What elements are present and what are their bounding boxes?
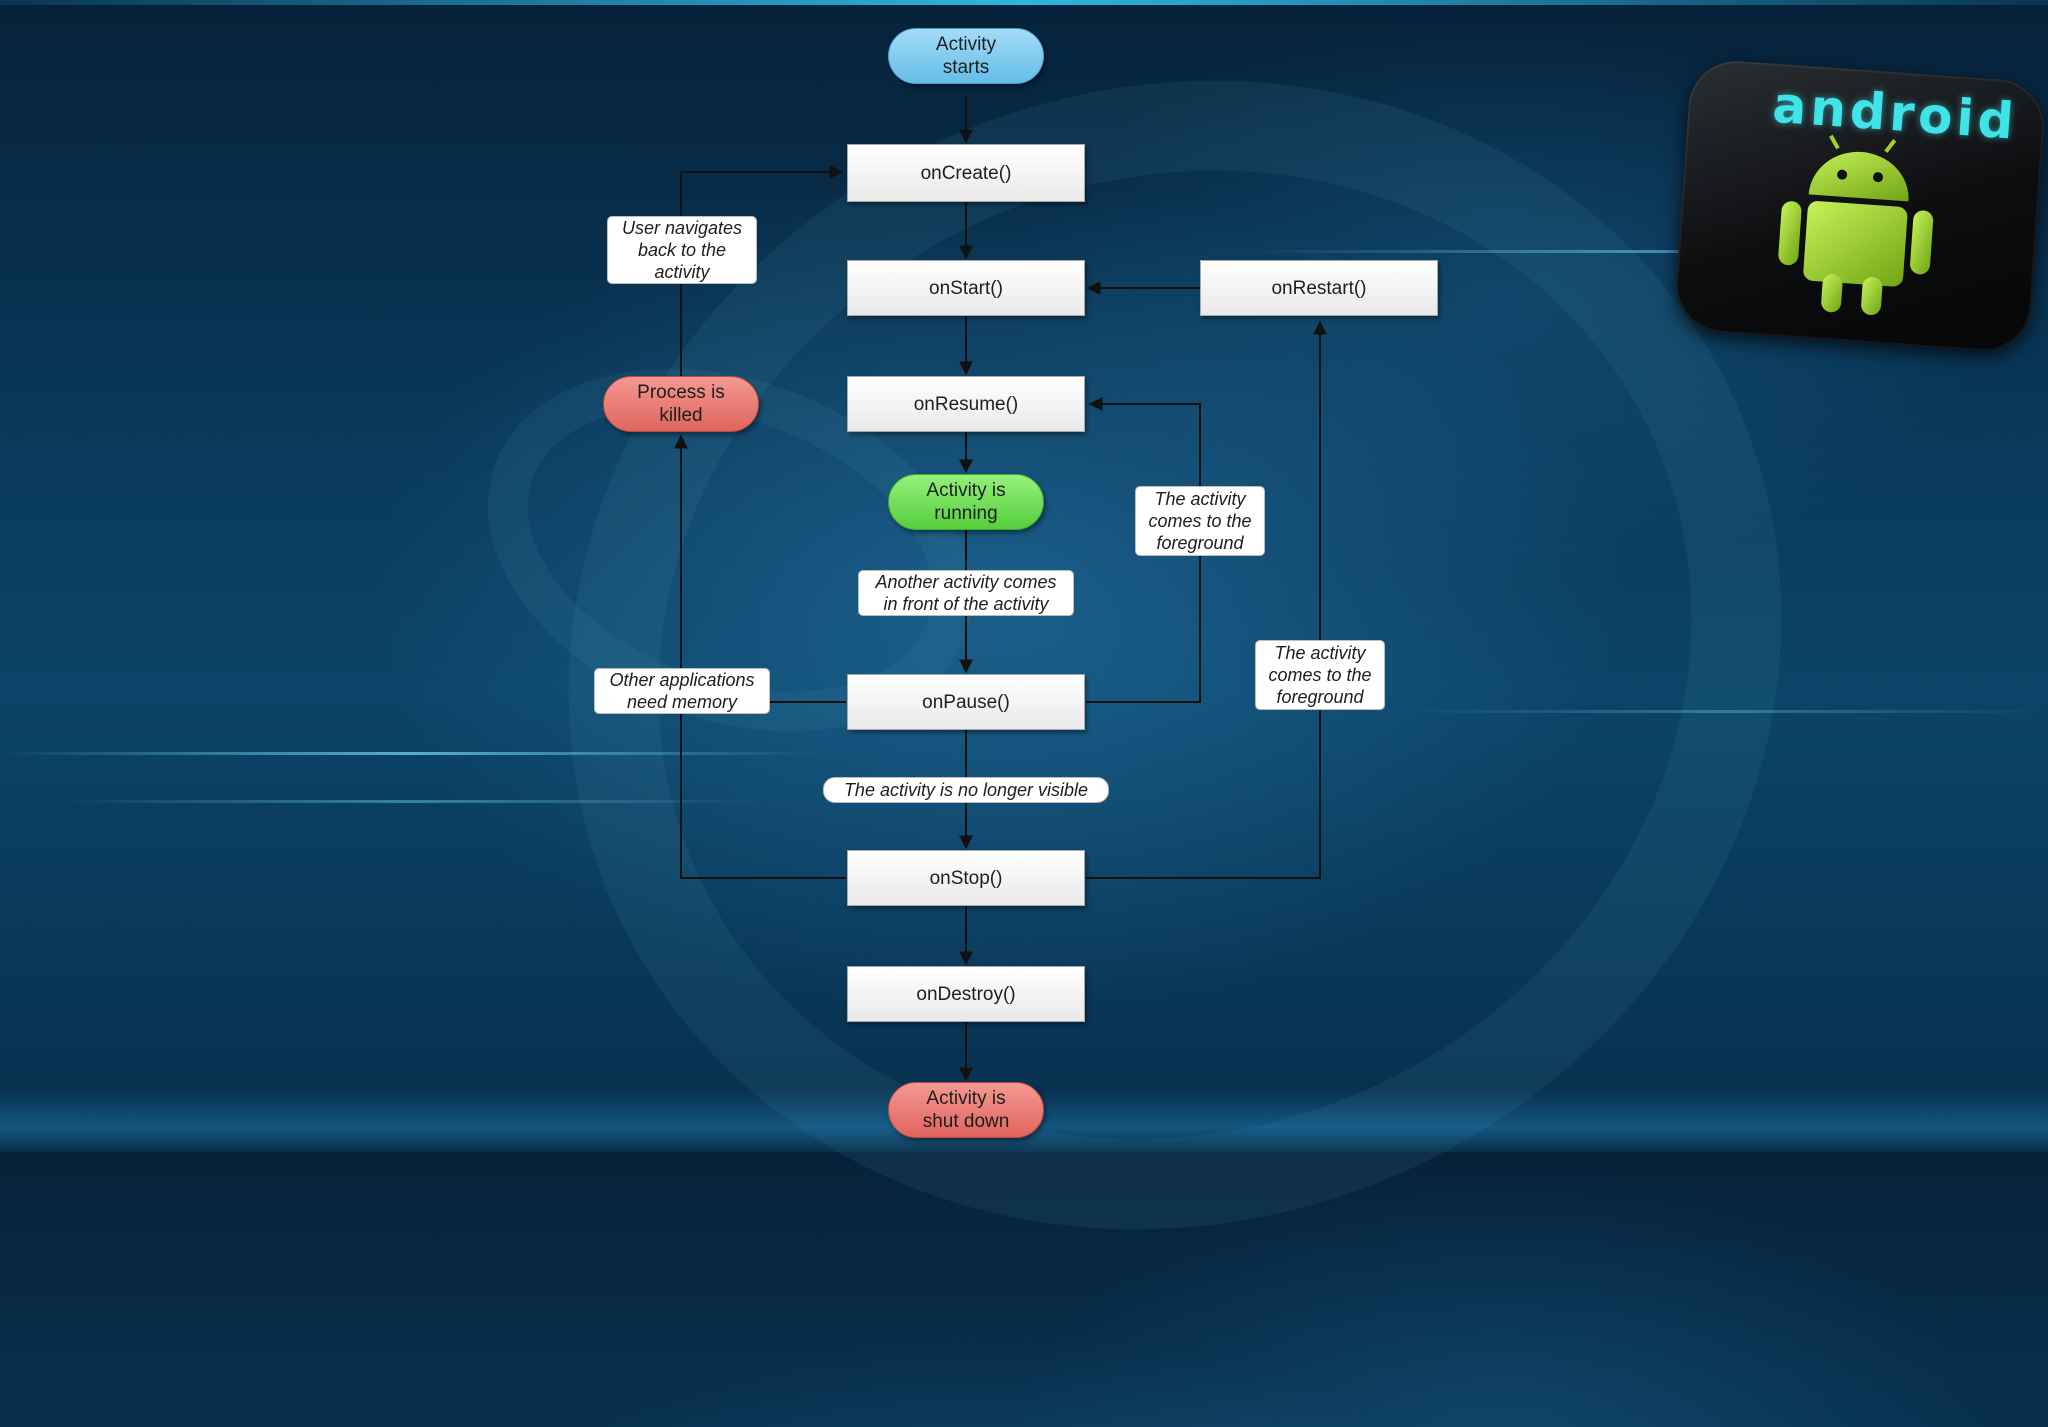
top-highlight-line bbox=[0, 0, 2048, 5]
edge-stop-to-restart bbox=[1086, 320, 1327, 879]
light-streak bbox=[1400, 710, 2048, 713]
edge-label-other-apps-need-memory: Other applications need memory bbox=[594, 668, 770, 714]
light-streak bbox=[60, 800, 760, 803]
android-robot-icon bbox=[1778, 134, 1934, 316]
edge-killed-to-create bbox=[680, 165, 844, 376]
edge-pause-to-killed bbox=[674, 434, 846, 703]
android-logo-tile: android bbox=[1672, 57, 2048, 355]
connector-lines bbox=[674, 96, 1327, 1082]
on-stop-node: onStop() bbox=[847, 850, 1085, 906]
on-destroy-node: onDestroy() bbox=[847, 966, 1085, 1022]
activity-running-node: Activity is running bbox=[888, 474, 1044, 530]
edge-label-foreground-to-restart: The activity comes to the foreground bbox=[1255, 640, 1385, 710]
on-start-node: onStart() bbox=[847, 260, 1085, 316]
edge-label-no-longer-visible: The activity is no longer visible bbox=[823, 777, 1109, 803]
on-resume-node: onResume() bbox=[847, 376, 1085, 432]
process-killed-node: Process is killed bbox=[603, 376, 759, 432]
light-streak bbox=[1250, 250, 2048, 253]
light-streak bbox=[0, 752, 820, 755]
edge-label-user-navigates-back: User navigates back to the activity bbox=[607, 216, 757, 284]
on-restart-node: onRestart() bbox=[1200, 260, 1438, 316]
on-create-node: onCreate() bbox=[847, 144, 1085, 202]
edge-label-another-activity-front: Another activity comes in front of the a… bbox=[858, 570, 1074, 616]
on-pause-node: onPause() bbox=[847, 674, 1085, 730]
activity-shut-down-node: Activity is shut down bbox=[888, 1082, 1044, 1138]
edge-stop-to-killed bbox=[680, 702, 846, 879]
edge-label-foreground-to-resume: The activity comes to the foreground bbox=[1135, 486, 1265, 556]
activity-starts-node: Activity starts bbox=[888, 28, 1044, 84]
